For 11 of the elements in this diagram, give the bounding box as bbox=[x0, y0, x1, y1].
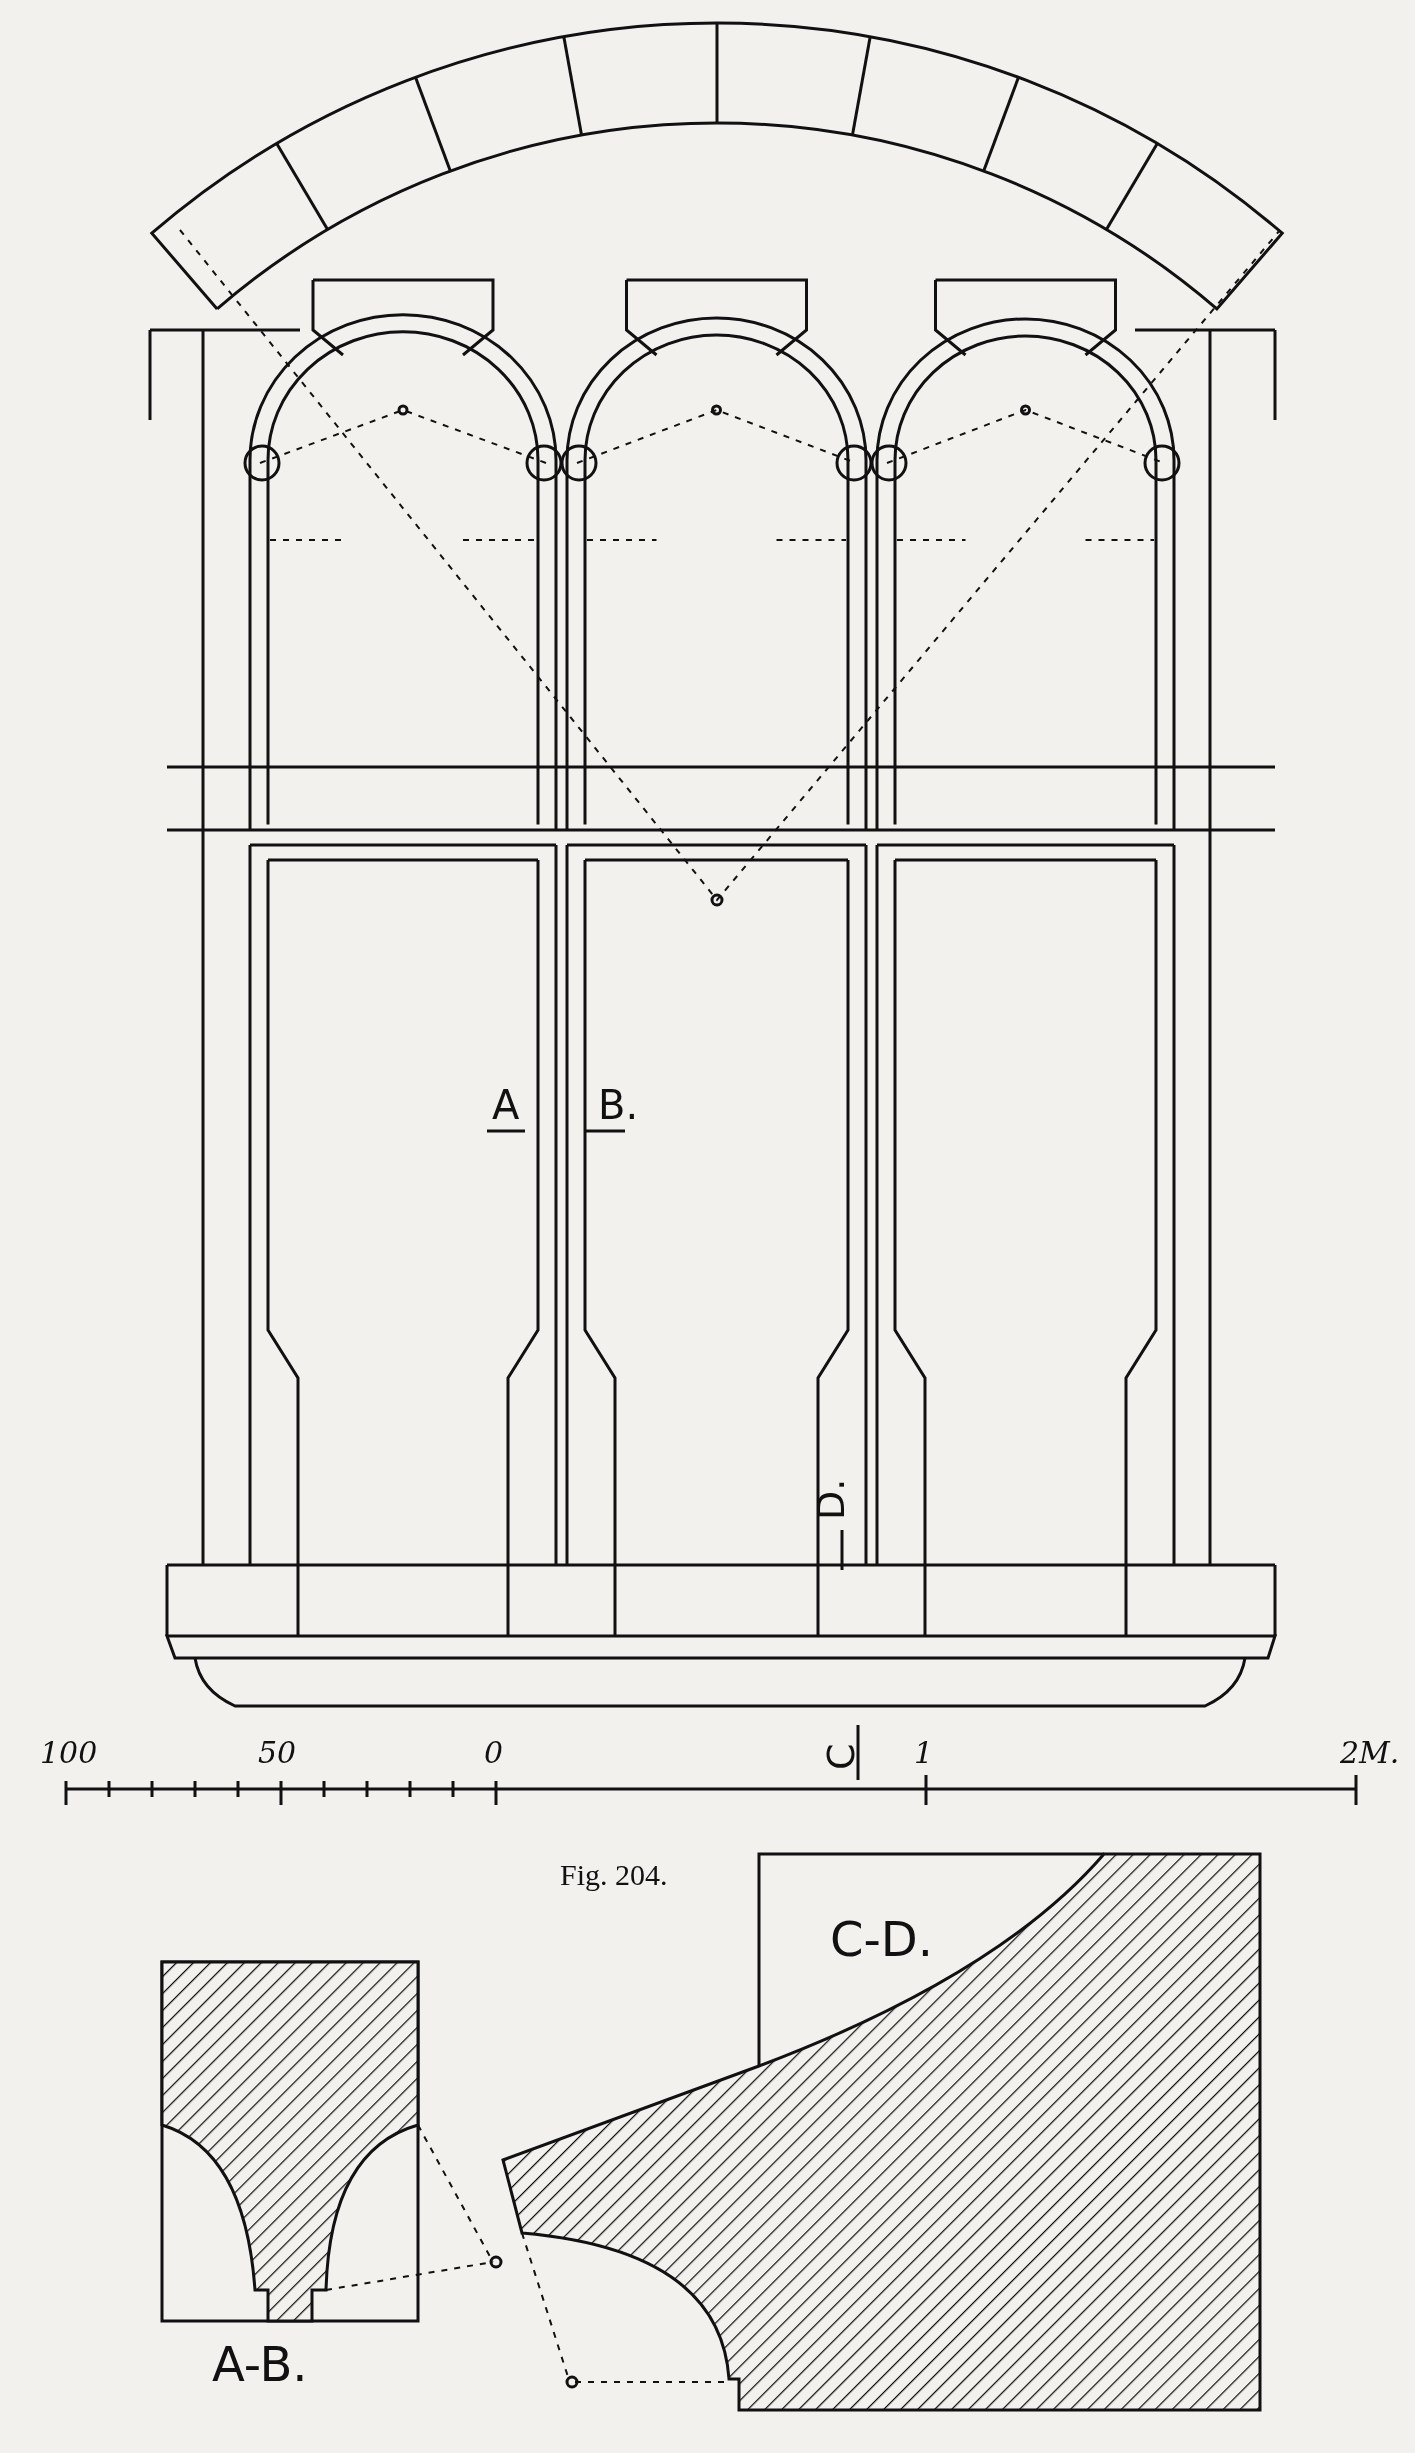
section-label: A bbox=[492, 1085, 520, 1125]
scale-number: 100 bbox=[40, 1738, 98, 1768]
section-label: B. bbox=[598, 1085, 639, 1125]
scale-number: 50 bbox=[258, 1738, 297, 1768]
figure-caption: Fig. 204. bbox=[560, 1860, 668, 1890]
scale-number: 0 bbox=[484, 1738, 504, 1768]
scale-number: 1 bbox=[914, 1738, 934, 1768]
profile-title: A-B. bbox=[212, 2340, 308, 2388]
section-label: C bbox=[822, 1743, 860, 1770]
profile-title: C-D. bbox=[830, 1915, 934, 1963]
scale-number: 2M. bbox=[1340, 1738, 1400, 1768]
